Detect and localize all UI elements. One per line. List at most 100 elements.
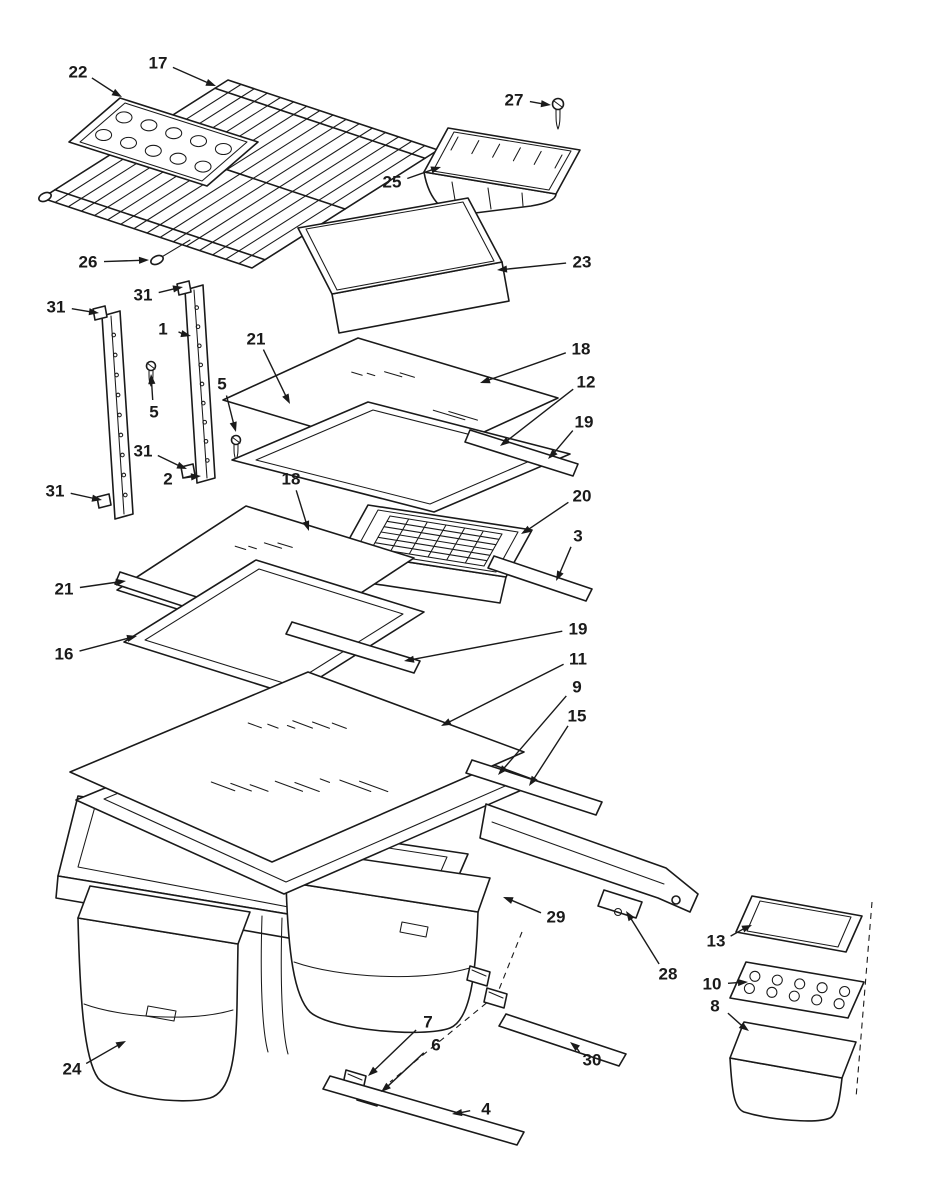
line-shape [512, 147, 521, 162]
line-shape [267, 723, 279, 729]
ellipse-shape [169, 152, 187, 165]
callout-29: 29 [503, 897, 565, 927]
path-shape [293, 961, 471, 978]
callout-label: 9 [572, 678, 581, 697]
line-shape [214, 87, 426, 160]
callout-leader [411, 630, 563, 661]
circle-shape [121, 472, 127, 478]
callout-arrowhead [126, 634, 137, 642]
callout-label: 31 [46, 482, 65, 501]
line-shape [294, 781, 320, 793]
callout-leader [532, 725, 569, 780]
callout-label: 22 [69, 63, 88, 82]
callout-arrowhead [480, 376, 491, 384]
callout-4: 4 [452, 1100, 491, 1119]
callout-arrowhead [452, 1109, 463, 1117]
glass-shelf-11 [69, 671, 525, 863]
callout-8: 8 [710, 997, 749, 1031]
callout-18: 18 [480, 340, 590, 384]
handle-hole [145, 1005, 177, 1022]
polygon-shape [466, 965, 491, 987]
line-shape [274, 780, 304, 792]
callout-21: 21 [55, 578, 126, 599]
callout-7: 7 [368, 1013, 433, 1076]
callout-arrowhead [180, 330, 191, 338]
clip-31 [92, 305, 108, 321]
polygon-shape [231, 401, 571, 513]
callout-label: 31 [134, 442, 153, 461]
callout-arrowhead [205, 79, 216, 86]
circle-shape [112, 352, 118, 358]
line-shape [448, 410, 479, 421]
line-shape [521, 192, 524, 207]
shelf-trim-19-lower [285, 621, 421, 674]
ice-tray-cells [95, 111, 232, 173]
callout-25: 25 [383, 166, 441, 192]
line-shape [234, 545, 247, 551]
callout-arrowhead [737, 979, 748, 987]
polygon-shape [68, 97, 259, 187]
callout-10: 10 [703, 975, 748, 994]
line-shape [450, 136, 459, 151]
callout-leader [487, 352, 567, 382]
callout-arrowhead [115, 1041, 126, 1049]
callout-26: 26 [79, 253, 149, 272]
callout-label: 7 [423, 1013, 432, 1032]
callout-label: 18 [572, 340, 591, 359]
callout-label: 30 [583, 1051, 602, 1070]
shelf-end-cap [150, 254, 164, 266]
callout-label: 1 [158, 320, 167, 339]
clip-part [466, 965, 491, 987]
circle-shape [202, 419, 208, 425]
callout-leader [407, 168, 434, 180]
polygon-shape [77, 885, 251, 945]
callout-arrowhead [282, 393, 290, 404]
line-shape [277, 542, 293, 548]
ellipse-shape [165, 127, 183, 140]
callout-leader [558, 546, 572, 575]
callout-24: 24 [63, 1041, 126, 1079]
callout-arrowhead [497, 265, 508, 273]
callout-leader [79, 637, 130, 652]
polygon-shape [479, 803, 699, 913]
callout-label: 29 [547, 908, 566, 927]
circle-shape [114, 372, 119, 378]
path-shape [280, 917, 289, 1055]
callout-leader [262, 349, 287, 398]
callout-2: 2 [163, 470, 201, 489]
crisper-bucket-left [77, 885, 251, 1102]
line-shape [292, 720, 314, 729]
callout-31: 31 [134, 442, 187, 469]
line-shape [247, 722, 262, 729]
callout-27: 27 [505, 91, 551, 110]
callout-22: 22 [69, 63, 122, 97]
polygon-shape [746, 900, 852, 948]
polygon-shape [423, 127, 581, 195]
callout-leader [447, 663, 564, 724]
callout-arrowhead [88, 308, 99, 316]
callout-leader [150, 381, 154, 401]
callout-19: 19 [404, 620, 587, 663]
callout-label: 19 [575, 413, 594, 432]
circle-shape [671, 895, 681, 905]
line-shape [339, 779, 372, 793]
path-shape [83, 1003, 234, 1018]
path-shape [77, 917, 239, 1102]
callout-leader [103, 259, 142, 263]
ellipse-shape [144, 144, 162, 157]
trim-4 [322, 1075, 525, 1146]
circle-shape [204, 458, 210, 463]
callout-label: 6 [431, 1036, 440, 1055]
rail-bracket-28 [597, 889, 643, 919]
line-shape [331, 722, 347, 729]
line-shape [248, 545, 257, 550]
callout-label: 26 [79, 253, 98, 272]
clip-31 [176, 280, 192, 296]
callout-leader [510, 899, 542, 914]
polygon-shape [729, 1021, 857, 1079]
callout-arrowhead [503, 897, 514, 904]
callout-leader [727, 1012, 744, 1027]
circle-shape [111, 332, 117, 338]
callout-arrowhead [738, 1022, 749, 1031]
ellipse-shape [115, 111, 133, 124]
